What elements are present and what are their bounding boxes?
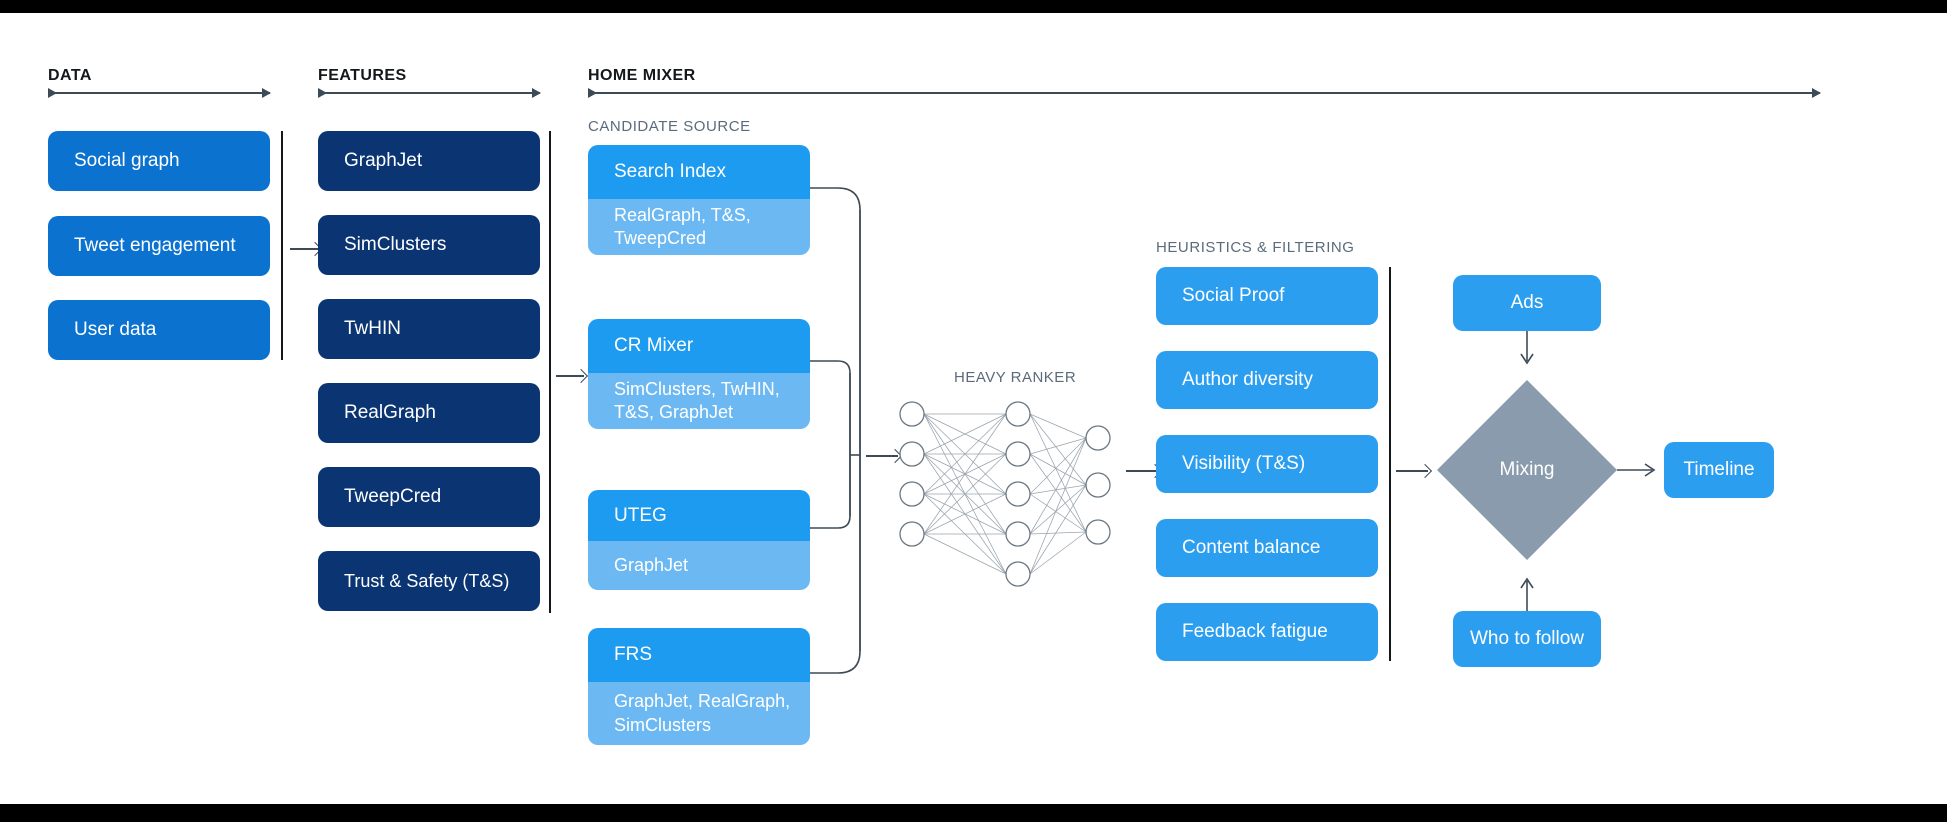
section-rule-features	[318, 88, 541, 98]
heuristic-box-label: Feedback fatigue	[1182, 621, 1328, 642]
candidate-source-card-search-index[interactable]: Search Index RealGraph, T&S, TweepCred	[588, 145, 810, 255]
candidate-source-features: GraphJet, RealGraph, SimClusters	[588, 682, 810, 745]
candidate-source-title: UTEG	[588, 490, 810, 541]
data-box-label: Tweet engagement	[74, 235, 236, 256]
feature-box-twhin[interactable]: TwHIN	[318, 299, 540, 359]
heuristic-box-feedback-fatigue[interactable]: Feedback fatigue	[1156, 603, 1378, 661]
arrow-candidate-source-to-heavy-ranker	[866, 455, 898, 457]
top-letterbox-bar	[0, 0, 1947, 13]
nn-output-nodes	[1085, 425, 1111, 545]
feature-box-label: SimClusters	[344, 234, 447, 255]
heuristic-box-content-balance[interactable]: Content balance	[1156, 519, 1378, 577]
heavy-ranker-neural-network	[899, 401, 1111, 587]
output-box-ads[interactable]: Ads	[1453, 275, 1601, 331]
data-box-label: Social graph	[74, 150, 180, 171]
section-header-features: FEATURES	[318, 67, 407, 84]
section-rule-home-mixer	[588, 88, 1821, 98]
output-box-label: Timeline	[1683, 459, 1755, 480]
section-rule-data	[48, 88, 271, 98]
feature-box-label: TweepCred	[344, 486, 442, 507]
data-box-user-data[interactable]: User data	[48, 300, 270, 360]
candidate-source-connectors	[810, 187, 861, 674]
data-box-label: User data	[74, 319, 157, 340]
nn-hidden-nodes	[1005, 401, 1031, 587]
diagram-canvas: DATA FEATURES HOME MIXER Social graph Tw…	[0, 13, 1947, 804]
data-box-social-graph[interactable]: Social graph	[48, 131, 270, 191]
candidate-source-title: CR Mixer	[588, 319, 810, 373]
divider-data-features	[281, 131, 283, 360]
feature-box-realgraph[interactable]: RealGraph	[318, 383, 540, 443]
candidate-source-card-frs[interactable]: FRS GraphJet, RealGraph, SimClusters	[588, 628, 810, 745]
feature-box-trust-safety[interactable]: Trust & Safety (T&S)	[318, 551, 540, 611]
data-box-tweet-engagement[interactable]: Tweet engagement	[48, 216, 270, 276]
heuristic-box-social-proof[interactable]: Social Proof	[1156, 267, 1378, 325]
feature-box-label: Trust & Safety (T&S)	[344, 570, 510, 591]
nn-edges	[923, 413, 1087, 575]
mixing-connectors	[1520, 331, 1656, 611]
nn-input-nodes	[899, 401, 925, 547]
heuristic-box-author-diversity[interactable]: Author diversity	[1156, 351, 1378, 409]
sub-header-heuristics-filtering: HEURISTICS & FILTERING	[1156, 239, 1355, 256]
section-header-data: DATA	[48, 67, 92, 84]
heuristic-box-label: Author diversity	[1182, 369, 1313, 390]
heuristic-box-label: Content balance	[1182, 537, 1321, 558]
output-box-timeline[interactable]: Timeline	[1664, 442, 1774, 498]
heuristic-box-label: Social Proof	[1182, 285, 1285, 306]
feature-box-label: TwHIN	[344, 318, 401, 339]
heuristic-box-visibility[interactable]: Visibility (T&S)	[1156, 435, 1378, 493]
bottom-letterbox-bar	[0, 804, 1947, 822]
arrow-features-to-candidate-source	[556, 375, 584, 377]
sub-header-heavy-ranker: HEAVY RANKER	[954, 369, 1077, 386]
candidate-source-title: Search Index	[588, 145, 810, 199]
candidate-source-card-cr-mixer[interactable]: CR Mixer SimClusters, TwHIN, T&S, GraphJ…	[588, 319, 810, 429]
divider-heuristics-mixing	[1389, 267, 1391, 661]
mixing-label: Mixing	[1499, 459, 1555, 480]
arrow-heavy-ranker-to-heuristics	[1126, 470, 1158, 472]
output-box-who-to-follow[interactable]: Who to follow	[1453, 611, 1601, 667]
output-box-label: Ads	[1510, 292, 1544, 313]
feature-box-label: RealGraph	[344, 402, 436, 423]
arrow-data-to-features	[290, 248, 318, 250]
arrow-heuristics-to-mixing	[1396, 470, 1428, 472]
candidate-source-features: SimClusters, TwHIN, T&S, GraphJet	[588, 373, 810, 429]
section-header-home-mixer: HOME MIXER	[588, 67, 696, 84]
heuristic-box-label: Visibility (T&S)	[1182, 453, 1306, 474]
output-box-label: Who to follow	[1469, 628, 1585, 649]
sub-header-candidate-source: CANDIDATE SOURCE	[588, 118, 751, 135]
feature-box-graphjet[interactable]: GraphJet	[318, 131, 540, 191]
divider-features-home-mixer	[549, 131, 551, 613]
feature-box-label: GraphJet	[344, 150, 423, 171]
candidate-source-features: GraphJet	[588, 541, 810, 590]
feature-box-tweepcred[interactable]: TweepCred	[318, 467, 540, 527]
candidate-source-features: RealGraph, T&S, TweepCred	[588, 199, 810, 255]
candidate-source-title: FRS	[588, 628, 810, 682]
feature-box-simclusters[interactable]: SimClusters	[318, 215, 540, 275]
candidate-source-card-uteg[interactable]: UTEG GraphJet	[588, 490, 810, 590]
